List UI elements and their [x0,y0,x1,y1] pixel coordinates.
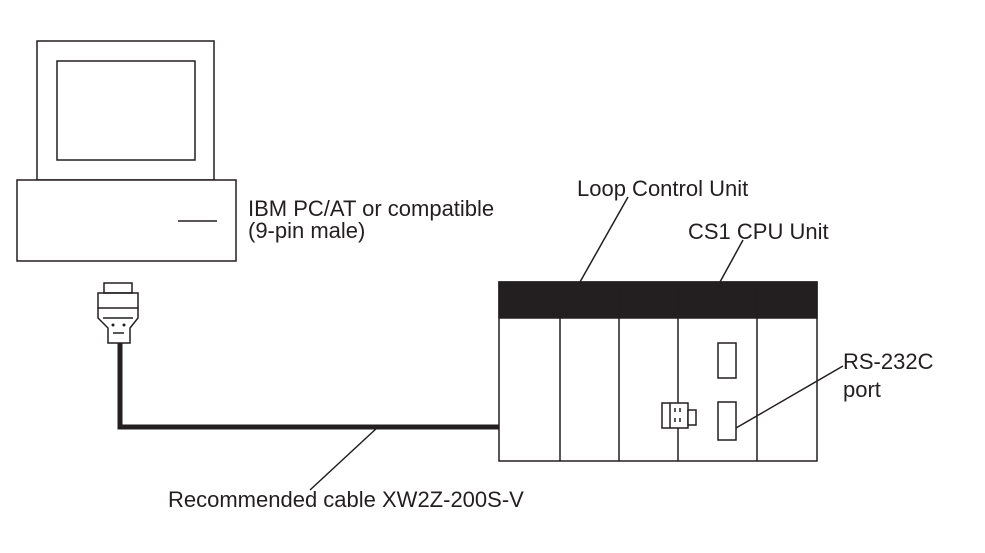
cable-label: Recommended cable XW2Z-200S-V [168,487,524,512]
loop-control-unit-label: Loop Control Unit [577,176,749,201]
plc-connector-icon [661,402,697,429]
serial-cable [117,343,662,430]
rs232c-leader-line [735,365,844,429]
pc-label: IBM PC/AT or compatible [248,196,495,221]
plc-rack [498,281,818,462]
cable-leader-line [309,426,379,491]
monitor-icon [36,40,215,181]
port-label: port [843,377,881,402]
cpu-unit-label: CS1 CPU Unit [688,219,829,244]
rs232c-label: RS-232C [843,349,934,374]
loop-control-leader-line [579,196,629,283]
rs232c-port [717,401,737,441]
peripheral-port [717,342,737,379]
pc-connector-icon [97,282,139,344]
cpu-unit-leader-line [719,239,744,283]
pc-connector-label: (9-pin male) [248,218,366,243]
computer-case-icon [16,179,237,262]
